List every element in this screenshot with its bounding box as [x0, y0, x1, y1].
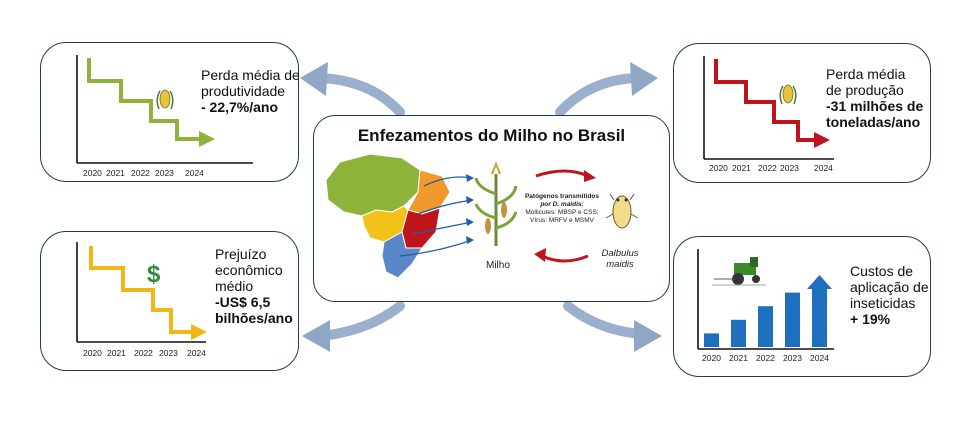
center-title: Enfezamentos do Milho no Brasil: [357, 126, 626, 145]
arrow-to-bottom-right: [563, 301, 645, 339]
year-label: 2021: [732, 163, 751, 173]
production-text: Perda média de produção -31 milhões de t…: [826, 66, 924, 130]
year-label: 2023: [159, 348, 178, 358]
year-label: 2022: [131, 168, 150, 178]
arrow-to-top-right: [555, 73, 641, 117]
bar-category-label: 2021: [729, 353, 748, 363]
bar: [731, 319, 746, 347]
year-label: 2021: [107, 348, 126, 358]
milho-label: Milho: [486, 260, 510, 271]
arrowhead-top-left: [300, 62, 328, 96]
year-label: 2020: [709, 163, 728, 173]
brazil-map: [325, 153, 451, 279]
insect-label: Dalbulus: [602, 248, 639, 259]
year-label: 2023: [155, 168, 174, 178]
insect-label: maidis: [606, 259, 634, 270]
year-label: 2024: [185, 168, 204, 178]
year-label: 2022: [758, 163, 777, 173]
panel-production-loss: 2020 2021 2022 2023 2024 Perda média de …: [673, 43, 931, 183]
leafhopper-icon: [605, 193, 639, 229]
dollar-icon: $: [147, 261, 161, 288]
bar-category-label: 2023: [783, 353, 802, 363]
pathogens-line: Mollicutes: MBSP e CSS;: [525, 209, 598, 216]
economic-step-line: [89, 246, 191, 334]
insecticide-bar-chart: 2020 2021 2022 2023 2024: [697, 249, 834, 363]
panel-center-overview: Enfezamentos do Milho no Brasil Milho P: [313, 115, 670, 302]
economic-step-arrowhead: [191, 324, 207, 340]
corn-icon: [779, 84, 797, 105]
cycle-arrow-bottom: [541, 254, 589, 263]
panel-economic-loss: 2020 2021 2022 2023 2024 $ Prejuízo econ…: [40, 231, 299, 371]
cycle-arrow-top: [535, 169, 589, 178]
corn-plant-icon: [474, 161, 518, 246]
economic-step-chart: 2020 2021 2022 2023 2024 $: [76, 242, 207, 358]
bar: [704, 333, 719, 347]
economic-text: Prejuízo econômico médio -US$ 6,5 bilhõe…: [215, 246, 293, 326]
bar-category-label: 2024: [810, 353, 829, 363]
year-label: 2023: [780, 163, 799, 173]
year-label: 2021: [106, 168, 125, 178]
year-label: 2024: [187, 348, 206, 358]
pathogens-line: Vírus: MRFV e MSMV: [530, 217, 595, 224]
production-step-arrowhead: [814, 132, 830, 148]
arrowhead-bottom-left: [302, 320, 330, 352]
productivity-step-arrowhead: [199, 131, 215, 147]
corn-icon: [156, 89, 174, 110]
year-label: 2020: [83, 168, 102, 178]
bar: [758, 306, 773, 347]
productivity-step-chart: 2020 2021 2022 2023 2024: [76, 55, 253, 178]
panel-productivity-loss: 2020 2021 2022 2023 2024 Perda média de …: [40, 42, 300, 182]
arrowhead-top-right: [630, 62, 658, 96]
insecticide-text: Custos de aplicação de inseticidas + 19%: [850, 263, 929, 327]
pathogens-line: Patógenos transmitidos: [525, 193, 599, 200]
productivity-step-line: [87, 58, 199, 141]
pathogens-line: por D. maidis:: [539, 201, 583, 208]
production-step-line: [714, 59, 814, 142]
arrow-to-top-left: [315, 73, 405, 117]
production-step-chart: 2020 2021 2022 2023 2024: [703, 56, 834, 173]
productivity-text: Perda média de produtividade - 22,7%/ano: [201, 67, 300, 115]
bar-category-label: 2022: [756, 353, 775, 363]
year-label: 2022: [134, 348, 153, 358]
arrow-to-bottom-left: [317, 301, 405, 341]
spread-line: [399, 239, 473, 257]
arrowhead-bottom-right: [634, 320, 662, 352]
center-illustration: Milho Patógenos transmitidos por D. maid…: [325, 153, 639, 279]
bar-arrow: [807, 275, 832, 347]
year-label: 2020: [83, 348, 102, 358]
bar-category-label: 2020: [702, 353, 721, 363]
bar: [785, 292, 800, 347]
year-label: 2024: [814, 163, 833, 173]
panel-insecticide-costs: 2020 2021 2022 2023 2024 Custos de aplicação…: [673, 236, 931, 377]
tractor-icon: [712, 257, 766, 286]
